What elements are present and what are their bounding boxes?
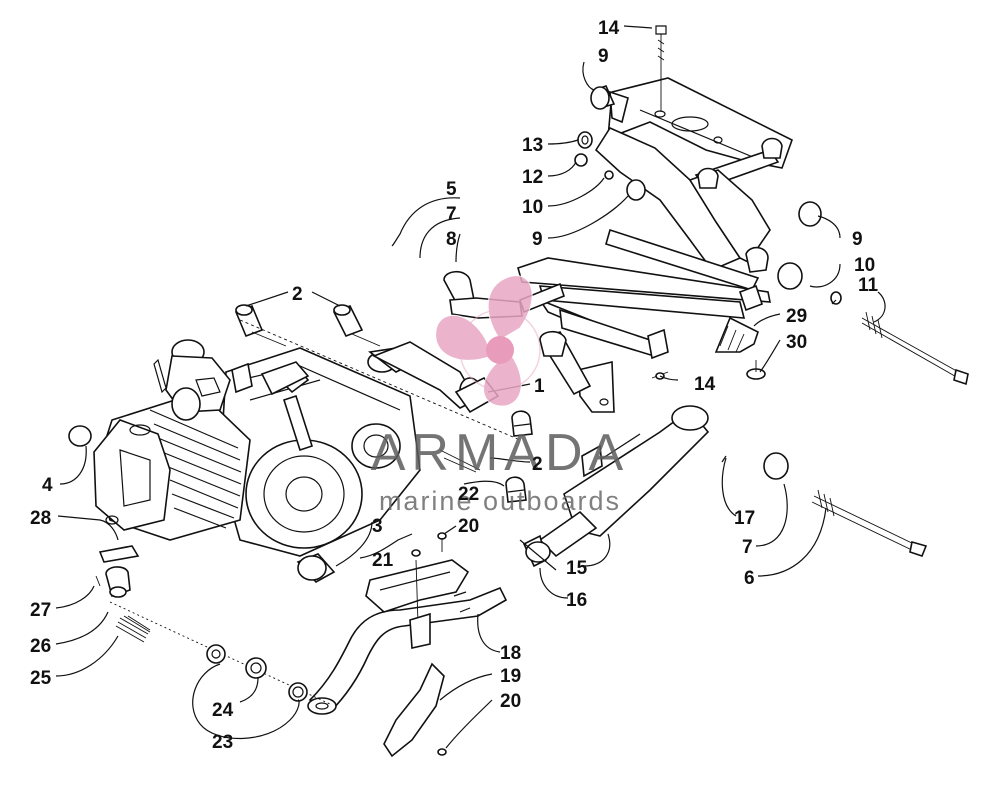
callout-1: 1 <box>534 376 545 397</box>
callout-7-bottom: 7 <box>742 537 753 558</box>
callout-15: 15 <box>566 558 588 579</box>
engine-assembly <box>68 304 533 584</box>
callout-labels: 14 9 13 12 10 9 9 10 11 5 7 8 2 29 30 1 … <box>30 18 879 753</box>
callout-20-bottom: 20 <box>500 691 521 712</box>
watermark-title: ARMADA <box>371 424 629 482</box>
callout-2-mid: 2 <box>532 454 543 475</box>
callout-7-top: 7 <box>446 204 457 225</box>
callout-14-top: 14 <box>598 18 620 39</box>
callout-10-left: 10 <box>522 197 543 218</box>
intake-parts <box>95 545 331 705</box>
watermark-subtitle: marine outboards <box>379 486 621 516</box>
callout-20-top: 20 <box>458 516 479 537</box>
callout-6: 6 <box>744 568 755 589</box>
callout-30: 30 <box>786 332 807 353</box>
frame-assembly <box>443 77 793 413</box>
callout-23: 23 <box>212 732 233 753</box>
callout-10-right: 10 <box>854 255 875 276</box>
callout-17: 17 <box>734 508 755 529</box>
callout-9-right: 9 <box>852 229 863 250</box>
callout-25: 25 <box>30 668 52 689</box>
callout-29: 29 <box>786 306 807 327</box>
callout-3: 3 <box>372 516 383 537</box>
callout-14-mid: 14 <box>694 374 716 395</box>
callout-19: 19 <box>500 666 521 687</box>
callout-12: 12 <box>522 167 543 188</box>
callout-27: 27 <box>30 600 51 621</box>
exhaust-assembly <box>307 405 710 758</box>
callout-28: 28 <box>30 508 51 529</box>
callout-9-top: 9 <box>598 46 609 67</box>
callout-16: 16 <box>566 590 587 611</box>
callout-5: 5 <box>446 179 457 200</box>
callout-13: 13 <box>522 135 543 156</box>
callout-18: 18 <box>500 643 521 664</box>
callout-26: 26 <box>30 636 51 657</box>
callout-4: 4 <box>42 475 53 496</box>
callout-21: 21 <box>372 550 394 571</box>
callout-11: 11 <box>858 275 879 296</box>
callout-8: 8 <box>446 229 457 250</box>
leader-lines <box>55 25 886 749</box>
callout-9-mid: 9 <box>532 229 543 250</box>
callout-24: 24 <box>212 700 234 721</box>
callout-22: 22 <box>458 484 479 505</box>
frame-bushings <box>574 25 969 557</box>
armada-watermark: ARMADA marine outboards <box>371 275 629 516</box>
propeller-logo-icon <box>435 275 541 407</box>
callout-2-top: 2 <box>292 284 303 305</box>
